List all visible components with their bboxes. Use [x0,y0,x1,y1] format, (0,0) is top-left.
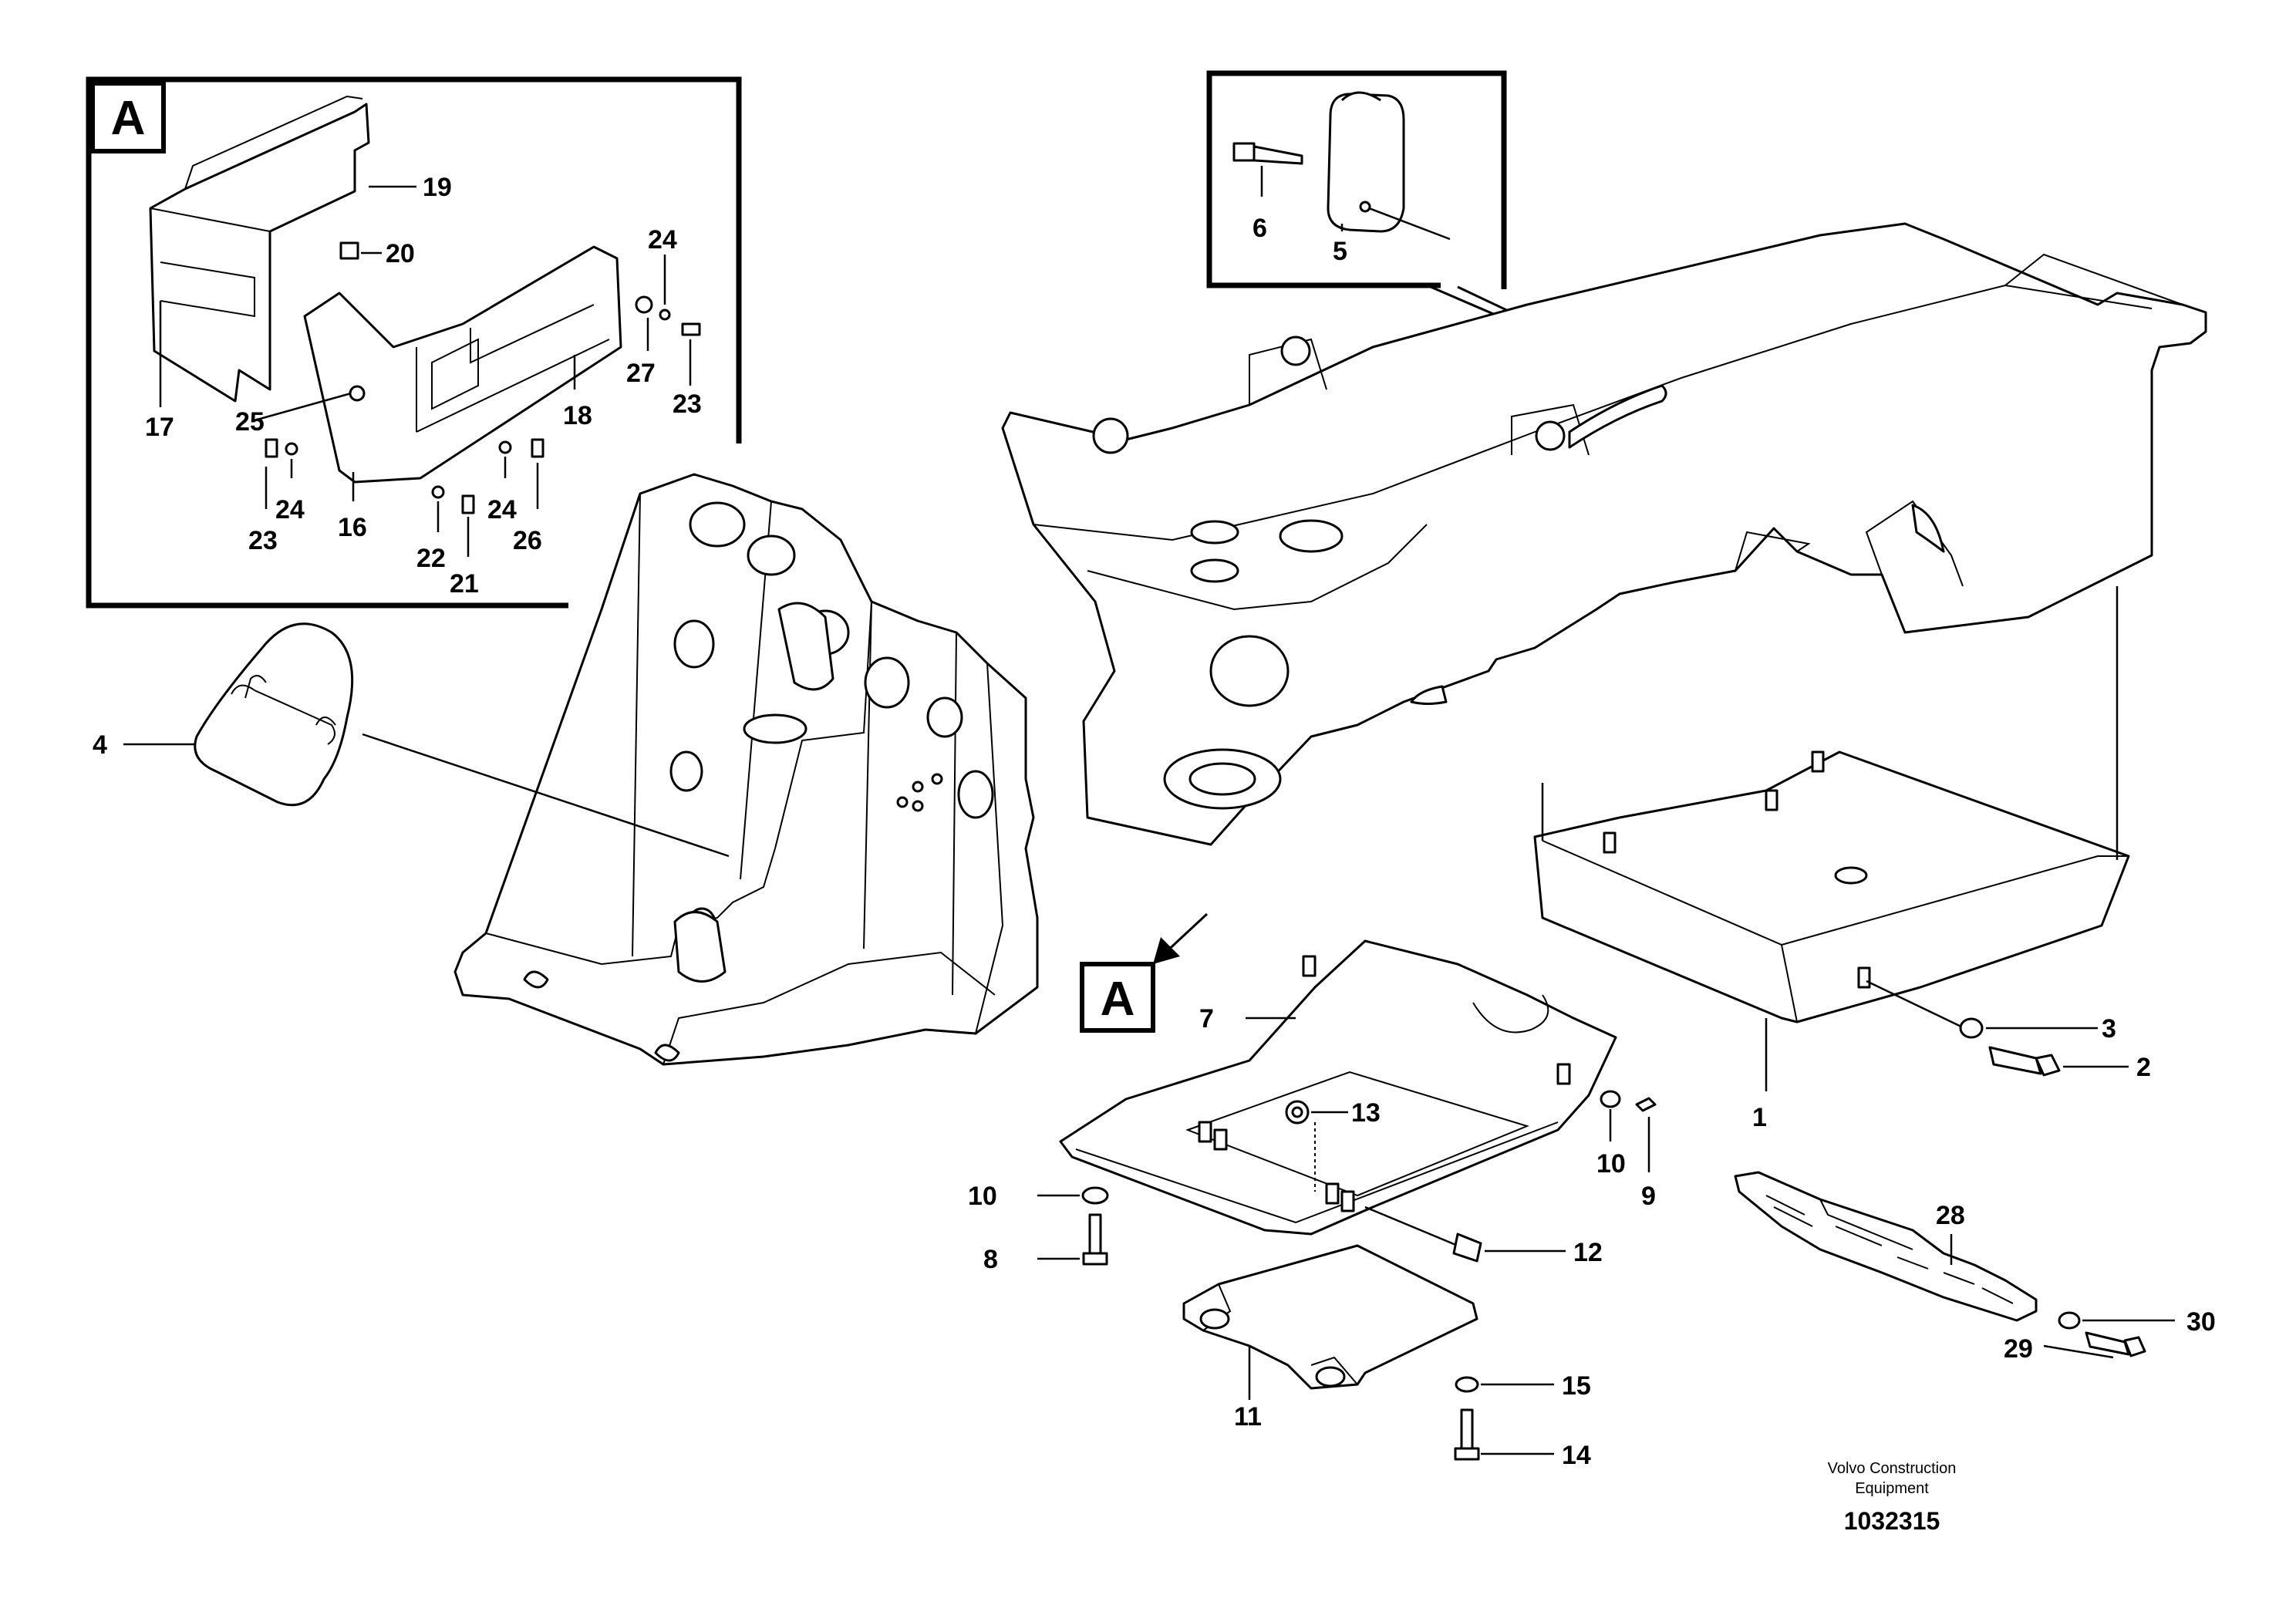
label-8: 8 [983,1245,998,1274]
label-24b: 24 [487,495,517,524]
label-21: 21 [450,569,479,599]
label-7: 7 [1199,1004,1214,1034]
label-11: 11 [1234,1402,1262,1431]
label-6: 6 [1253,214,1267,243]
label-9: 9 [1641,1182,1656,1211]
hardware-belly-plate: 3 2 1 [1752,980,2151,1132]
footer: Volvo Construction Equipment 1032315 [1828,1460,1957,1535]
company-name-line2: Equipment [1855,1480,1929,1497]
label-2: 2 [2136,1053,2151,1082]
label-24c: 24 [648,225,677,255]
company-name-line1: Volvo Construction [1828,1460,1957,1477]
label-1: 1 [1752,1103,1767,1132]
label-15: 15 [1562,1371,1591,1401]
detail-view-a-letter: A [111,92,146,145]
label-13: 13 [1351,1098,1381,1128]
label-12: 12 [1573,1238,1603,1267]
detail-view-cover-plate: 6 5 [1206,70,1678,395]
label-29: 29 [2004,1334,2033,1364]
label-26: 26 [513,526,542,555]
label-19: 19 [423,173,452,202]
detail-view-a: A [86,76,742,609]
callout-box-a: A [1080,912,1209,1033]
hardware-guard: 13 7 10 9 12 10 8 [968,1004,1657,1274]
label-20: 20 [386,239,415,268]
plate-11-drawing: 11 15 14 [1182,1244,1591,1470]
label-22: 22 [416,544,446,573]
step-28-drawing: 28 30 29 [1734,1171,2216,1364]
label-24a: 24 [275,495,305,524]
label-16: 16 [338,513,367,542]
rear-frame-drawing [1001,222,2207,846]
label-10b: 10 [1596,1149,1626,1179]
drawing-number: 1032315 [1844,1507,1940,1535]
guard-7-drawing [1059,939,1617,1236]
label-10a: 10 [968,1182,997,1211]
label-30: 30 [2186,1307,2216,1337]
label-28: 28 [1936,1201,1965,1230]
label-3: 3 [2102,1014,2116,1044]
leaders-detail-a [159,185,692,557]
label-27: 27 [626,359,656,388]
callout-box-a-letter: A [1101,973,1135,1026]
label-17: 17 [145,413,174,442]
belly-plate-1-drawing [1533,586,2130,1091]
front-frame-drawing [453,473,1039,1066]
label-5: 5 [1333,237,1347,266]
hardware-detail-a [265,241,701,514]
label-23a: 23 [248,526,278,555]
label-23b: 23 [673,389,702,419]
cover-17-19-drawing [149,95,370,403]
label-4: 4 [93,730,107,760]
cover-16-18-drawing [303,245,622,484]
label-25: 25 [235,407,265,437]
cover-plate-4-drawing: 4 [93,622,730,858]
label-18: 18 [563,401,592,430]
label-14: 14 [1562,1441,1591,1470]
